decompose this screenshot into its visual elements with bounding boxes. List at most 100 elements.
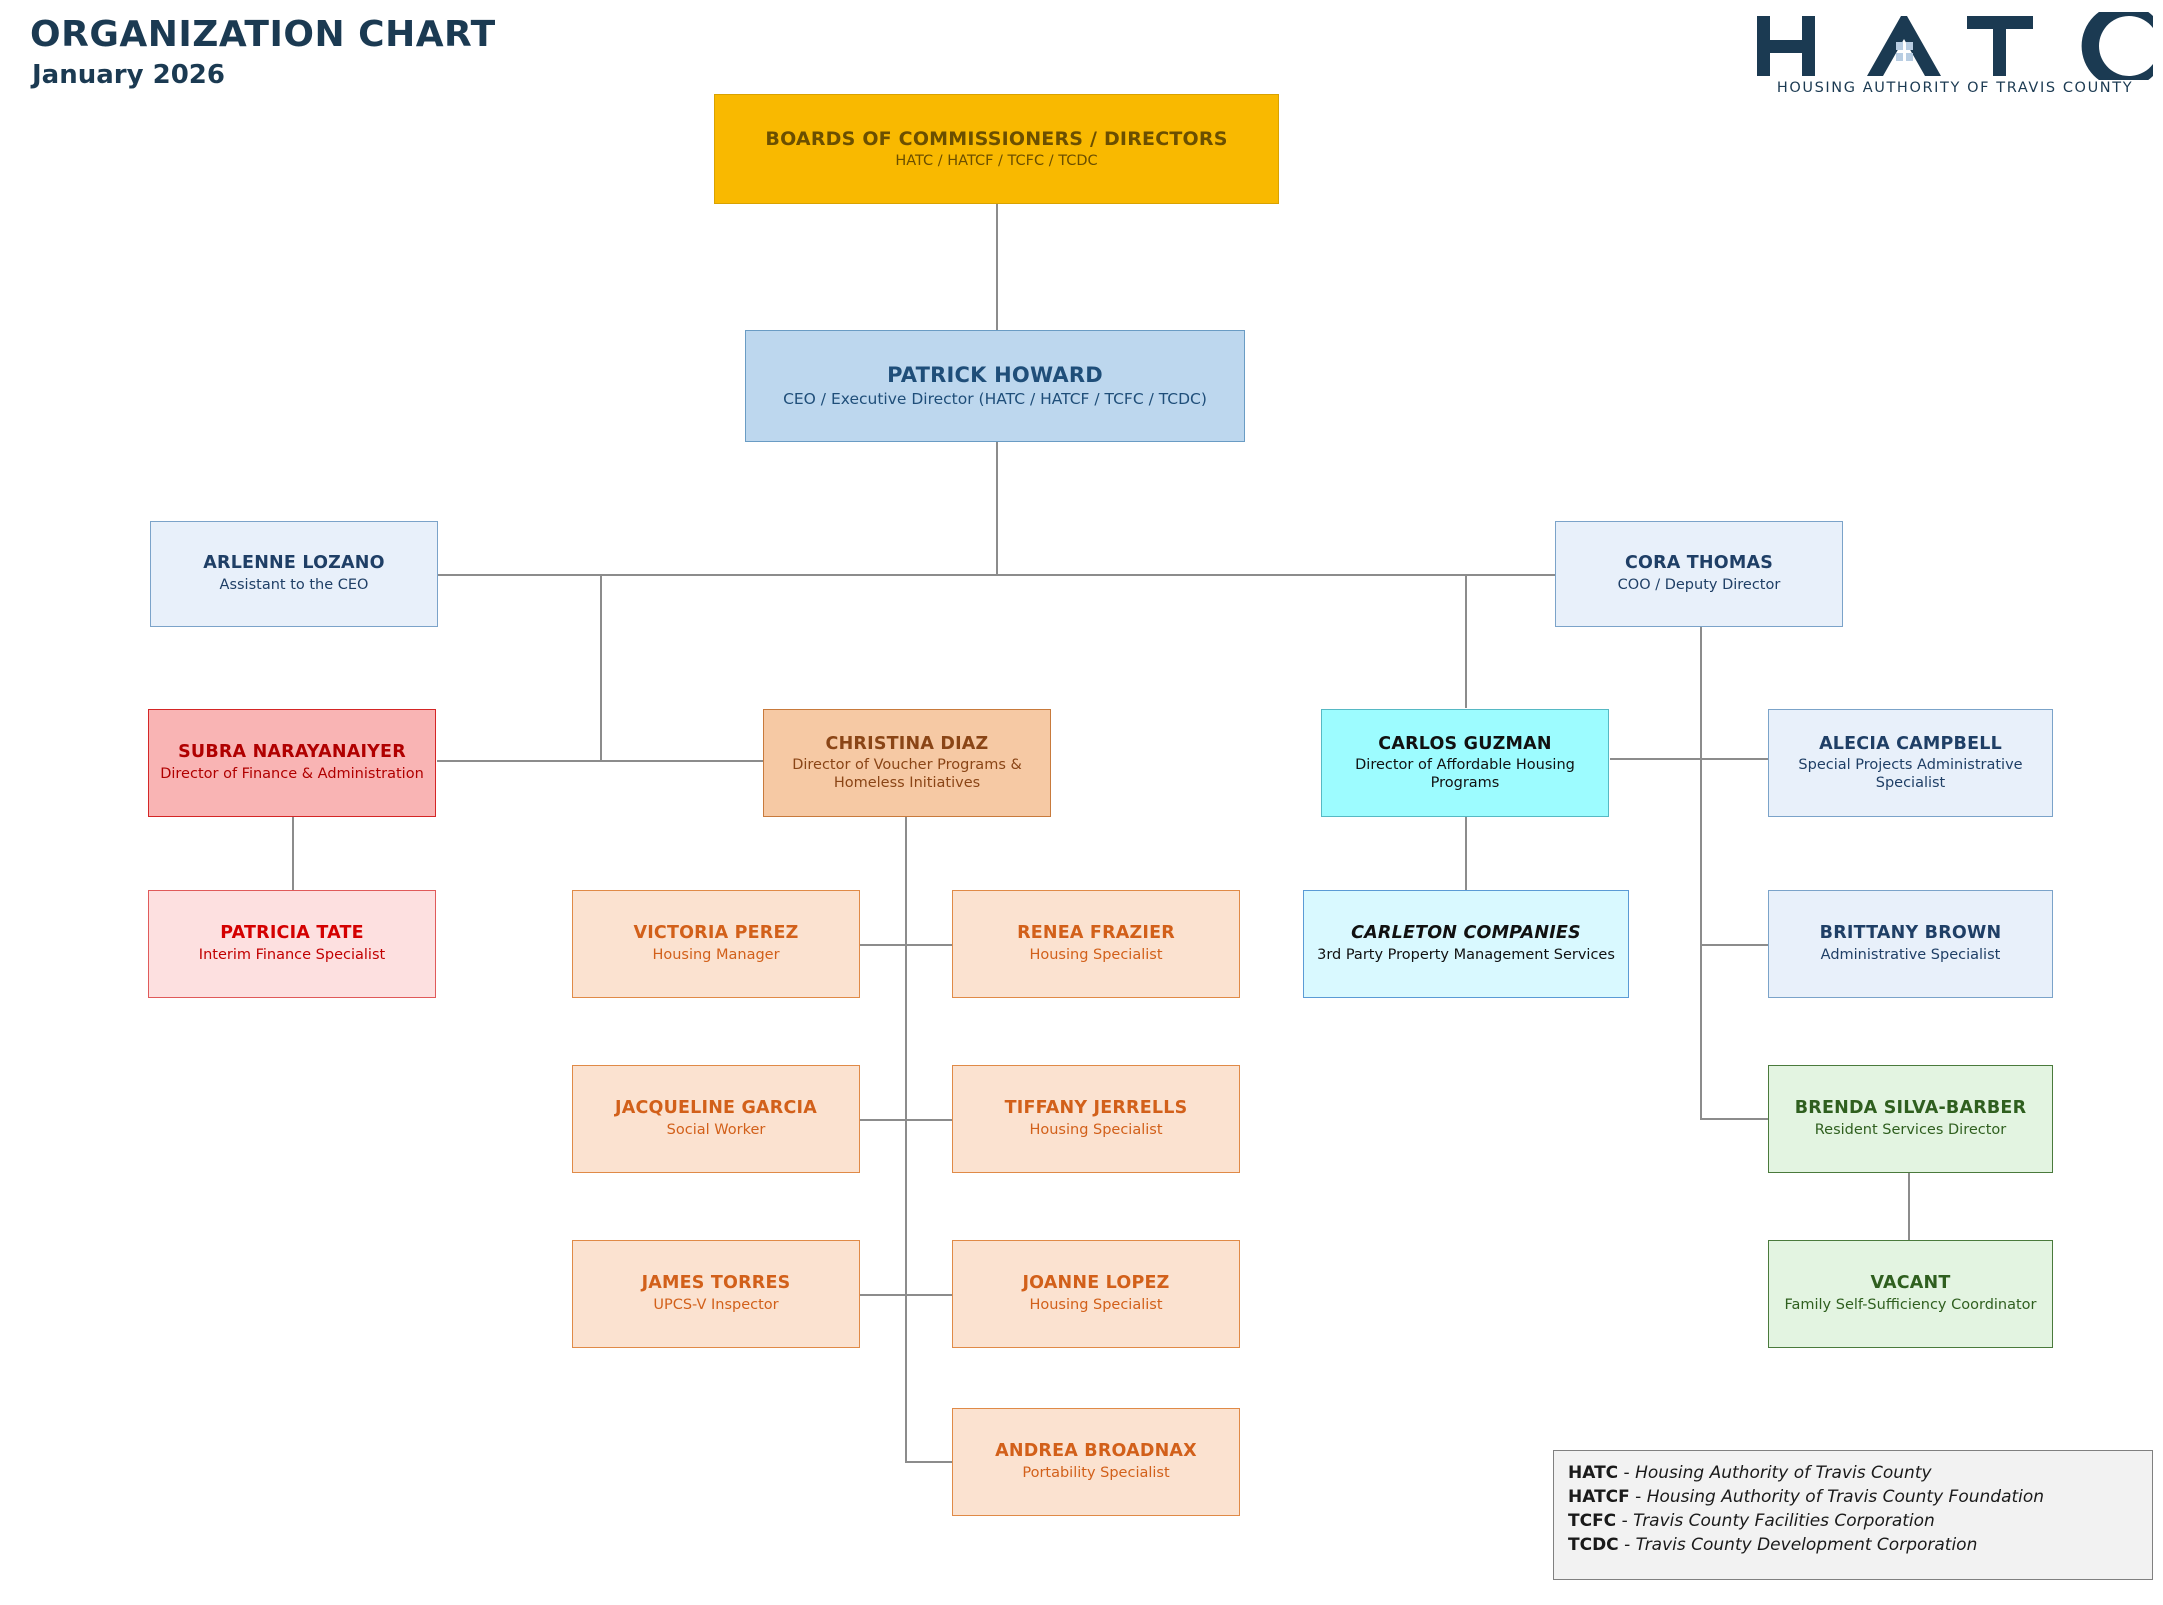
connector-voucher-row3-left [858, 1294, 906, 1296]
node-housing-manager-name: VICTORIA PEREZ [633, 923, 799, 944]
node-admin-specialist[interactable]: BRITTANY BROWN Administrative Specialist [1768, 890, 2053, 998]
node-carleton-name: CARLETON COMPANIES [1351, 923, 1581, 944]
connector-housing-director-to-special-projects [1610, 758, 1768, 760]
legend-abbr: HATCF [1568, 1487, 1630, 1508]
node-special-projects-title: Special Projects Administrative Speciali… [1798, 756, 2023, 791]
node-ceo-title: CEO / Executive Director (HATC / HATCF /… [783, 390, 1207, 409]
node-inspector-title: UPCS-V Inspector [653, 1296, 779, 1313]
page-title: ORGANIZATION CHART [30, 14, 496, 55]
node-carleton[interactable]: CARLETON COMPANIES 3rd Party Property Ma… [1303, 890, 1629, 998]
node-housing-specialist-1[interactable]: RENEA FRAZIER Housing Specialist [952, 890, 1240, 998]
node-finance-specialist[interactable]: PATRICIA TATE Interim Finance Specialist [148, 890, 436, 998]
node-housing-specialist-2-name: TIFFANY JERRELLS [1004, 1098, 1188, 1119]
node-resident-services[interactable]: BRENDA SILVA-BARBER Resident Services Di… [1768, 1065, 2053, 1173]
node-boards-name: BOARDS OF COMMISSIONERS / DIRECTORS [765, 127, 1228, 150]
legend-abbr: HATC [1568, 1463, 1619, 1483]
logo-tagline: HOUSING AUTHORITY OF TRAVIS COUNTY [1776, 80, 2134, 96]
legend-row: TCDC - Travis County Development Corpora… [1568, 1533, 2138, 1557]
node-housing-manager-title: Housing Manager [652, 946, 780, 963]
node-voucher-director-title: Director of Voucher Programs & Homeless … [792, 756, 1022, 791]
node-coo-name: CORA THOMAS [1624, 553, 1774, 574]
node-housing-director-title: Director of Affordable Housing Programs [1355, 756, 1575, 791]
node-housing-specialist-1-title: Housing Specialist [1029, 946, 1163, 963]
node-special-projects[interactable]: ALECIA CAMPBELL Special Projects Adminis… [1768, 709, 2053, 817]
node-finance-director[interactable]: SUBRA NARAYANAIYER Director of Finance &… [148, 709, 436, 817]
node-fss-coordinator[interactable]: VACANT Family Self-Sufficiency Coordinat… [1768, 1240, 2053, 1348]
legend-dash: - [1618, 1463, 1636, 1483]
node-social-worker-name: JACQUELINE GARCIA [615, 1098, 817, 1119]
node-housing-specialist-3[interactable]: JOANNE LOPEZ Housing Specialist [952, 1240, 1240, 1348]
node-coo[interactable]: CORA THOMAS COO / Deputy Director [1555, 521, 1843, 627]
legend-dash: - [1629, 1487, 1647, 1508]
node-inspector[interactable]: JAMES TORRES UPCS-V Inspector [572, 1240, 860, 1348]
node-special-projects-name: ALECIA CAMPBELL [1819, 733, 2002, 754]
node-assistant-title: Assistant to the CEO [219, 576, 369, 593]
connector-voucher-row1-right [905, 944, 953, 946]
legend-full: Housing Authority of Travis County [1635, 1463, 1932, 1483]
connector-voucher-row2-left [858, 1119, 906, 1121]
legend-full: Travis County Facilities Corporation [1633, 1511, 1935, 1532]
node-fss-coordinator-name: VACANT [1870, 1273, 1951, 1294]
node-resident-services-name: BRENDA SILVA-BARBER [1794, 1098, 2027, 1119]
connector-voucher-spine [905, 816, 907, 1462]
legend-row: HATCF - Housing Authority of Travis Coun… [1568, 1485, 2138, 1509]
node-voucher-director[interactable]: CHRISTINA DIAZ Director of Voucher Progr… [763, 709, 1051, 817]
node-ceo-name: PATRICK HOWARD [887, 362, 1103, 387]
node-finance-specialist-name: PATRICIA TATE [220, 923, 364, 944]
connector-exec-bus [437, 574, 1701, 576]
node-housing-specialist-1-name: RENEA FRAZIER [1017, 923, 1175, 944]
connector-exec-to-director-spine [600, 574, 602, 761]
hatc-logo-icon [1757, 12, 2153, 80]
connector-voucher-row4-right [905, 1461, 953, 1463]
legend-full: Housing Authority of Travis County Found… [1646, 1487, 2045, 1508]
legend-row: HATC - Housing Authority of Travis Count… [1568, 1461, 2138, 1485]
connector-coo-spine [1700, 574, 1702, 1119]
legend-dash: - [1616, 1511, 1634, 1532]
connector-director-bus [437, 760, 763, 762]
connector-coo-to-resident-services [1700, 1118, 1768, 1120]
node-ceo[interactable]: PATRICK HOWARD CEO / Executive Director … [745, 330, 1245, 442]
node-portability-specialist-title: Portability Specialist [1022, 1464, 1170, 1481]
node-housing-manager[interactable]: VICTORIA PEREZ Housing Manager [572, 890, 860, 998]
node-finance-director-title: Director of Finance & Administration [160, 765, 424, 782]
node-housing-specialist-3-name: JOANNE LOPEZ [1022, 1273, 1170, 1294]
node-boards-title: HATC / HATCF / TCFC / TCDC [895, 152, 1098, 169]
legend-abbr: TCDC [1568, 1535, 1619, 1556]
connector-resident-services-to-fss [1908, 1172, 1910, 1240]
connector-voucher-row3-right [905, 1294, 953, 1296]
node-social-worker-title: Social Worker [666, 1121, 766, 1138]
node-inspector-name: JAMES TORRES [641, 1273, 791, 1294]
connector-ceo-down [996, 441, 998, 575]
node-portability-specialist[interactable]: ANDREA BROADNAX Portability Specialist [952, 1408, 1240, 1516]
node-fss-coordinator-title: Family Self-Sufficiency Coordinator [1784, 1296, 2037, 1313]
node-housing-specialist-3-title: Housing Specialist [1029, 1296, 1163, 1313]
connector-exec-to-housing-director [1465, 574, 1467, 708]
connector-coo-to-admin-specialist [1700, 944, 1768, 946]
node-assistant-name: ARLENNE LOZANO [203, 553, 385, 574]
node-housing-director-name: CARLOS GUZMAN [1378, 733, 1552, 754]
node-finance-specialist-title: Interim Finance Specialist [198, 946, 386, 963]
connector-voucher-row2-right [905, 1119, 953, 1121]
node-voucher-director-name: CHRISTINA DIAZ [825, 733, 989, 754]
node-housing-director[interactable]: CARLOS GUZMAN Director of Affordable Hou… [1321, 709, 1609, 817]
connector-housing-director-to-carleton [1465, 816, 1467, 890]
legend-box: HATC - Housing Authority of Travis Count… [1553, 1450, 2153, 1580]
node-housing-specialist-2-title: Housing Specialist [1029, 1121, 1163, 1138]
node-assistant[interactable]: ARLENNE LOZANO Assistant to the CEO [150, 521, 438, 627]
legend-full: Travis County Development Corporation [1635, 1535, 1978, 1556]
connector-voucher-row1-left [858, 944, 906, 946]
node-resident-services-title: Resident Services Director [1814, 1121, 2007, 1138]
legend-dash: - [1618, 1535, 1636, 1556]
node-social-worker[interactable]: JACQUELINE GARCIA Social Worker [572, 1065, 860, 1173]
legend-abbr: TCFC [1568, 1511, 1617, 1532]
node-housing-specialist-2[interactable]: TIFFANY JERRELLS Housing Specialist [952, 1065, 1240, 1173]
node-admin-specialist-title: Administrative Specialist [1820, 946, 2001, 963]
connector-boards-to-ceo [996, 203, 998, 330]
node-admin-specialist-name: BRITTANY BROWN [1819, 923, 2002, 944]
page-subtitle: January 2026 [32, 60, 225, 90]
legend-row: TCFC - Travis County Facilities Corporat… [1568, 1509, 2138, 1533]
hatc-logo: HOUSING AUTHORITY OF TRAVIS COUNTY [1755, 12, 2155, 108]
node-boards[interactable]: BOARDS OF COMMISSIONERS / DIRECTORS HATC… [714, 94, 1279, 204]
node-portability-specialist-name: ANDREA BROADNAX [995, 1441, 1197, 1462]
